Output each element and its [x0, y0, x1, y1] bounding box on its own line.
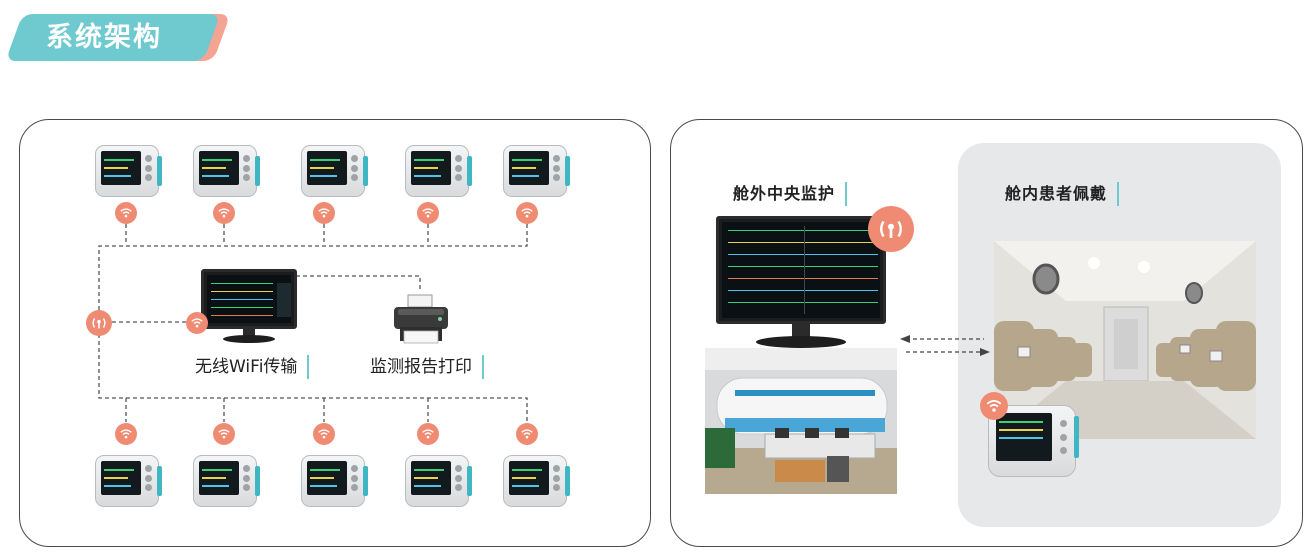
wifi-icon [417, 202, 439, 224]
wifi-icon [213, 202, 235, 224]
wifi-icon [186, 312, 208, 334]
patient-monitor-icon [301, 455, 368, 507]
wifi-icon [115, 202, 137, 224]
page-title: 系统架构 [46, 22, 162, 53]
patient-monitor-icon [193, 455, 260, 507]
central-station-monitor-icon [716, 216, 886, 348]
patient-monitor-icon [301, 145, 368, 197]
control-room-photo [705, 348, 897, 494]
wifi-icon [313, 423, 335, 445]
wifi-icon [213, 423, 235, 445]
antenna-icon [86, 310, 112, 336]
patient-wearable-label: 舱内患者佩戴 [1005, 182, 1120, 206]
wifi-icon [516, 202, 538, 224]
patient-monitor-icon [503, 455, 570, 507]
wifi-icon [516, 423, 538, 445]
wifi-transmission-label: 无线WiFi传输 [195, 355, 310, 379]
patient-monitor-icon [503, 145, 570, 197]
patient-monitor-icon [95, 145, 162, 197]
wifi-icon [115, 423, 137, 445]
patient-monitor-icon [193, 145, 260, 197]
antenna-icon [868, 206, 914, 252]
patient-monitor-icon [95, 455, 162, 507]
printer-icon [394, 294, 448, 344]
patient-monitor-icon [405, 145, 472, 197]
wifi-icon [313, 202, 335, 224]
central-monitoring-label: 舱外中央监护 [733, 182, 848, 206]
wifi-icon [417, 423, 439, 445]
central-monitor-icon [201, 269, 297, 343]
report-print-label: 监测报告打印 [370, 355, 484, 379]
wifi-icon [980, 392, 1008, 420]
patient-monitor-icon [405, 455, 472, 507]
